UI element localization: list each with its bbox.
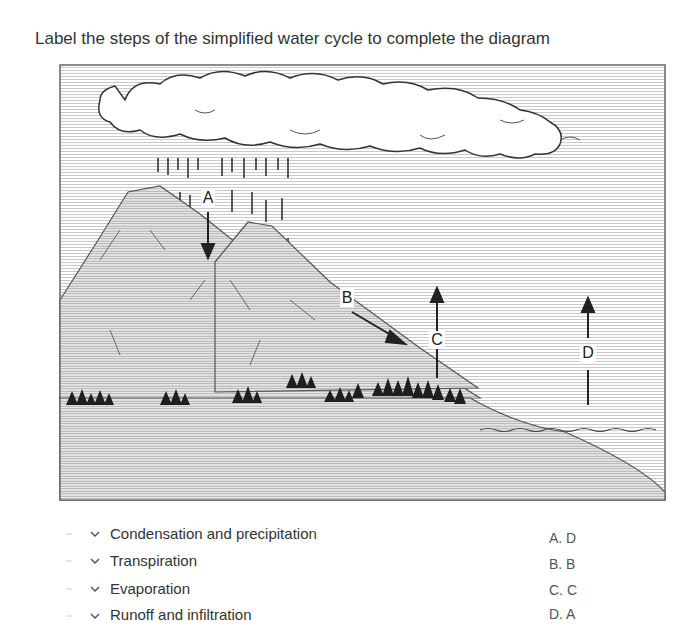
answer-option: C. C — [549, 582, 577, 598]
step-letter: D — [580, 344, 596, 362]
dropdown-dashes — [66, 534, 72, 616]
cloud — [99, 71, 562, 158]
dropdown-item: Evaporation — [110, 580, 190, 597]
frame — [60, 65, 665, 500]
dropdown-item: Condensation and precipitation — [110, 525, 317, 542]
dropdown-item: Transpiration — [110, 552, 197, 569]
dropdown-chevrons — [91, 532, 99, 618]
dropdown-item: Runoff and infiltration — [110, 606, 251, 623]
process-arrows — [202, 212, 594, 405]
answer-option: D. A — [549, 606, 575, 622]
answer-option: B. B — [549, 556, 575, 572]
step-letter: B — [340, 289, 355, 307]
water-surface — [480, 429, 656, 432]
front-mountain — [215, 222, 478, 392]
answer-option: A. D — [549, 530, 576, 546]
trees — [66, 372, 466, 405]
back-mountain — [60, 186, 480, 400]
step-letter: C — [429, 331, 445, 349]
step-letter: A — [201, 189, 216, 207]
question-title: Label the steps of the simplified water … — [35, 29, 550, 49]
ground — [60, 398, 665, 500]
